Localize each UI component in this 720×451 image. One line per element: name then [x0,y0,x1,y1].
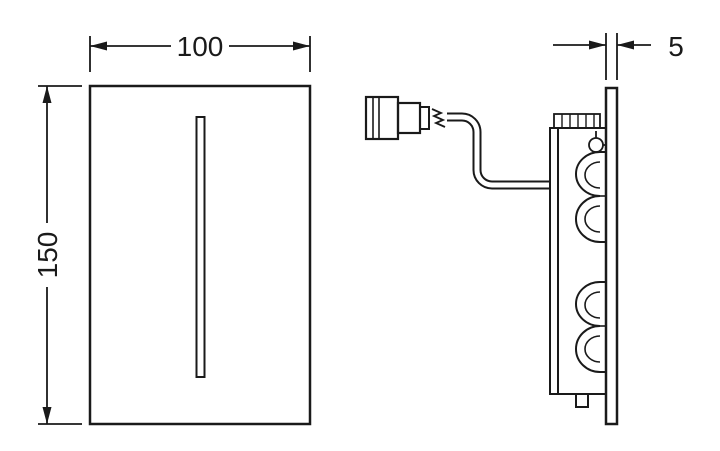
connector-body [364,95,400,141]
bottom-tab [575,393,589,408]
arrowhead-top [42,86,52,103]
fixing-screw [588,137,604,153]
side-view [364,86,619,426]
width-dimension-label: 100 [177,31,224,62]
front-view [88,84,312,426]
panel-outline [88,84,312,426]
arrowhead-left [90,41,107,51]
wall-plate [604,86,619,426]
spring-clip-bottom [575,281,606,373]
cable-core [447,114,550,188]
cable-outline [447,112,550,190]
height-dimension: 150 [32,85,82,425]
clip-inner [584,291,601,319]
spring-clip-top [575,151,606,243]
solenoid-connector [364,95,446,141]
arrowhead-bottom [42,407,52,424]
clip-inner [584,335,601,363]
mounting-frame [549,113,607,408]
thickness-dimension: 5 [553,31,684,80]
top-flange [553,113,601,129]
clip-inner [584,205,601,233]
thickness-dimension-label: 5 [668,31,684,62]
panel-slot [195,116,206,378]
arrowhead-right [617,40,634,50]
connector-tip [419,106,430,130]
width-dimension: 100 [89,31,311,72]
clip-inner [584,161,601,189]
height-dimension-label: 150 [32,232,63,279]
connector-neck [396,101,422,135]
arrowhead-right [293,41,310,51]
connector-thread [431,108,446,128]
arrowhead-left [589,40,606,50]
